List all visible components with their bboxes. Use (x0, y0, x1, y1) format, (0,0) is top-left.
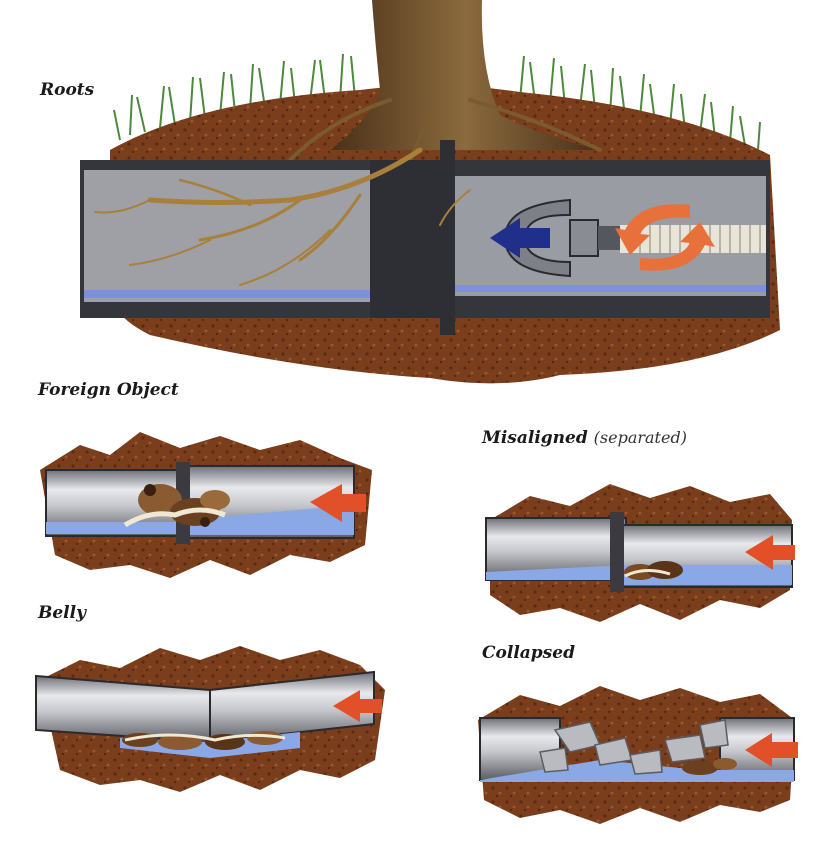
belly-scene (35, 646, 385, 792)
flow-arrow-icon (745, 733, 798, 767)
flow-arrow-icon (310, 484, 366, 522)
foreign-object-label: Foreign Object (38, 380, 179, 400)
debris (624, 561, 683, 580)
flow-arrow-icon (333, 690, 382, 722)
roots-label: Roots (40, 80, 95, 100)
grass (113, 53, 761, 151)
tree-icon (330, 0, 600, 150)
roots-scene (80, 0, 780, 384)
debris (122, 731, 286, 750)
belly-label: Belly (38, 603, 86, 623)
roots-pipe (80, 140, 770, 335)
collapsed-scene (478, 686, 798, 824)
misaligned-scene (485, 484, 795, 622)
rotation-arrow-icon (615, 204, 715, 271)
debris (123, 484, 230, 528)
misaligned-title: Misaligned (482, 428, 588, 448)
misaligned-label: Misaligned (separated) (482, 428, 687, 448)
flow-arrow-icon (490, 218, 550, 258)
debris (682, 758, 737, 775)
misaligned-subtitle: (separated) (593, 428, 687, 447)
collapsed-label: Collapsed (482, 643, 575, 663)
intruding-roots (94, 147, 471, 286)
foreign-object-scene (40, 432, 372, 578)
collapsed-fragments (539, 719, 729, 775)
flow-arrow-icon (745, 535, 795, 570)
